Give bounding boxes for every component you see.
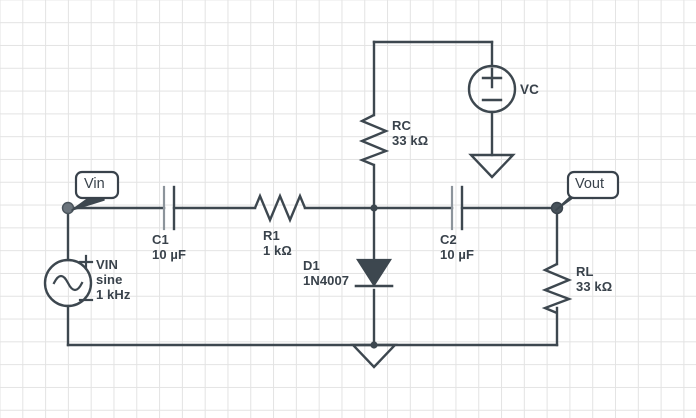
capacitor-c1-value: 10 µF [152, 247, 187, 262]
vout-tag-label: Vout [575, 176, 605, 192]
capacitor-c2-refdes: C2 [440, 232, 457, 247]
resistor-r1-refdes: R1 [263, 228, 280, 243]
junction-diode-top [370, 204, 378, 212]
vin-tag-box[interactable] [74, 170, 120, 200]
diode-d1-refdes: D1 [303, 258, 320, 273]
resistor-rc-refdes: RC [392, 118, 411, 133]
plus-sign-icon [481, 67, 503, 89]
resistor-rc-body [358, 113, 390, 167]
junction-ground [370, 341, 378, 349]
source-vin-frequency: 1 kHz [96, 287, 131, 302]
source-vc-body [467, 64, 517, 114]
resistor-r1-body [253, 192, 307, 224]
junction-vin [61, 201, 75, 215]
resistor-rl-value: 33 kΩ [576, 279, 613, 294]
diode-d1-value: 1N4007 [303, 273, 350, 288]
vin-tag-label: Vin [84, 176, 105, 192]
ground-icon [468, 153, 516, 179]
resistor-rc-value: 33 kΩ [392, 133, 429, 148]
diode-d1-body [355, 258, 393, 288]
capacitor-c2-value: 10 µF [440, 247, 475, 262]
source-vin-body [43, 258, 93, 308]
resistor-rl-refdes: RL [576, 264, 594, 279]
resistor-r1-value: 1 kΩ [263, 243, 292, 258]
source-vin-waveform: sine [96, 272, 123, 287]
plus-sign-icon [78, 254, 94, 270]
vout-tag-box[interactable] [566, 170, 620, 200]
capacitor-c1-refdes: C1 [152, 232, 169, 247]
source-vc-label: VC [520, 82, 539, 97]
sine-wave-icon [52, 274, 84, 292]
resistor-rl-body [541, 262, 573, 315]
source-vin-refdes: VIN [96, 257, 118, 272]
